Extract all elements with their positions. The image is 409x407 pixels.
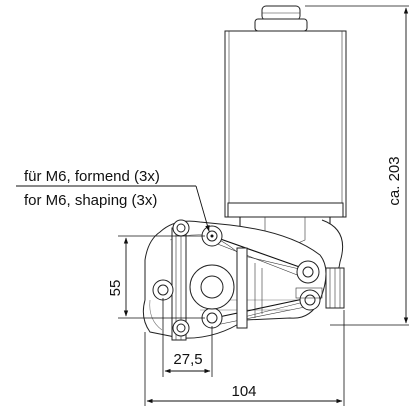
side-flange: [321, 219, 345, 309]
label-german: für M6, formend (3x): [24, 168, 160, 185]
plate-bushing: [172, 219, 190, 337]
dimension-height-label: ca. 203: [386, 156, 403, 205]
mounting-hole-left: [152, 279, 174, 301]
center-shaft: [189, 264, 235, 310]
tensioner-pulley: [295, 260, 323, 311]
mounting-hole-bottom: [201, 307, 223, 329]
motor-body: [224, 30, 347, 246]
dimension-55-label: 55: [107, 280, 124, 297]
dimension-104-label: 104: [231, 383, 256, 400]
label-english: for M6, shaping (3x): [24, 192, 157, 209]
dimension-hole-vertical: [118, 235, 205, 319]
dimension-hole-horizontal: [162, 298, 213, 377]
hole-leader: [16, 185, 210, 232]
motor-cap: [254, 5, 308, 32]
vertical-plate: [171, 227, 248, 341]
dimension-total-width: [144, 310, 345, 406]
gear-housing: [142, 220, 327, 339]
dimension-27-5-label: 27,5: [173, 351, 202, 368]
